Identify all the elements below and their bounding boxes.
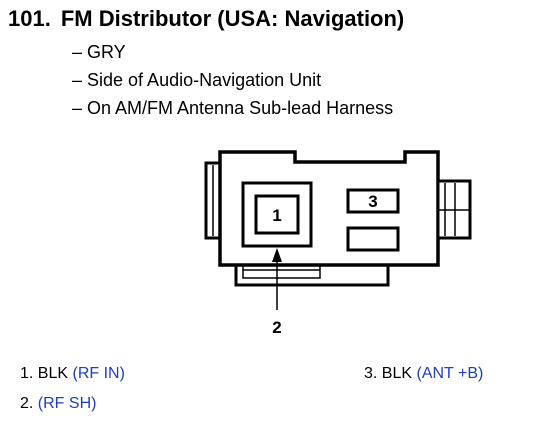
callout-arrow-head [272,248,282,262]
terminal-3 [346,188,400,214]
section-title: FM Distributor (USA: Navigation) [60,6,405,31]
connector-left-tab [204,161,220,240]
pin-2: 2. (RF SH) [20,392,96,416]
pin-1-wire-color: BLK [37,365,69,382]
pin-3-number: 3. [364,365,378,382]
terminal-1-label: 1 [272,206,281,225]
terminal-empty [346,226,400,252]
pin-3-signal: (ANT +B) [416,365,484,382]
pin-3: 3. BLK (ANT +B) [364,362,483,386]
detail-harness: – On AM/FM Antenna Sub-lead Harness [72,98,394,118]
detail-color: – GRY [72,42,126,62]
section-heading: 101. FM Distributor (USA: Navigation) [8,6,404,32]
skirt-inner [242,265,321,279]
detail-location: – Side of Audio-Navigation Unit [72,70,322,90]
terminal-1-inner [254,194,300,235]
connector-bottom-skirt [234,265,390,287]
section-number: 101. [8,6,51,31]
pin-2-number: 2. [20,395,34,412]
pin-1-number: 1. [20,365,34,382]
pin-3-wire-color: BLK [381,365,413,382]
pin-2-signal: (RF SH) [37,395,97,412]
pin-1: 1. BLK (RF IN) [20,362,125,386]
callout-2-label: 2 [272,318,281,337]
pin-1-signal: (RF IN) [72,365,125,382]
terminal-3-label: 3 [368,192,377,211]
connector-details: – GRY – Side of Audio-Navigation Unit – … [72,38,393,122]
